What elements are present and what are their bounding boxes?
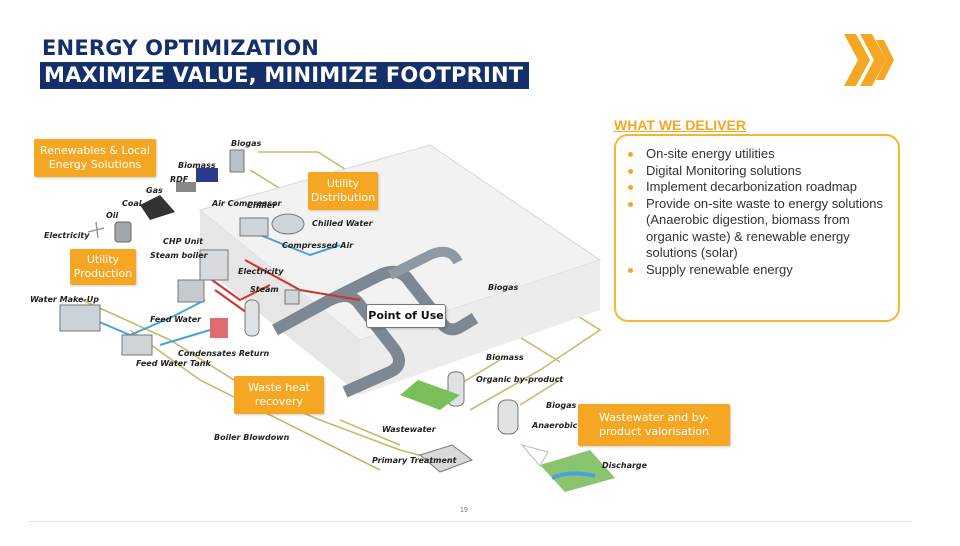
callout-utility-production: Utility Production	[70, 249, 136, 285]
label-compressed-air: Compressed Air	[282, 241, 354, 250]
label-discharge: Discharge	[602, 461, 648, 470]
label-steam-boiler: Steam boiler	[150, 251, 209, 260]
label-water-make-up: Water Make-Up	[30, 295, 99, 304]
label-electricity-left: Electricity	[44, 231, 90, 240]
label-chilled-water: Chilled Water	[312, 219, 374, 228]
deliver-item-3: Implement decarbonization roadmap	[624, 179, 894, 196]
footer-divider	[28, 521, 912, 522]
label-biogas-top: Biogas	[231, 139, 261, 148]
callout-wastewater-valorisation: Wastewater and by-product valorisation	[578, 404, 730, 446]
deliver-item-1: On-site energy utilities	[624, 146, 894, 163]
deliver-list: On-site energy utilities Digital Monitor…	[624, 146, 894, 278]
label-condensates-return: Condensates Return	[178, 349, 270, 358]
water-pipes	[89, 234, 341, 346]
page-number: 19	[460, 507, 468, 514]
deliver-heading: WHAT WE DELIVER	[614, 117, 746, 133]
callout-renewables: Renewables & Local Energy Solutions	[34, 139, 156, 177]
chevron-logo-icon	[844, 34, 894, 86]
label-anaerobic-digestion: Anaerobic Digestion	[531, 421, 624, 430]
callout-waste-heat-recovery: Waste heat recovery	[234, 376, 324, 414]
label-feed-water: Feed Water	[150, 315, 202, 324]
deliver-item-5: Supply renewable energy	[624, 262, 894, 279]
label-chp-unit: CHP Unit	[163, 237, 204, 246]
plant-wall-left	[200, 210, 360, 395]
callout-utility-distribution: Utility Distribution	[308, 172, 378, 210]
label-gas: Gas	[146, 186, 163, 195]
equipment	[59, 149, 615, 492]
label-air-compressor: Air Compressor	[211, 199, 282, 208]
label-steam: Steam	[250, 285, 279, 294]
label-biomass-right: Biomass	[486, 353, 524, 362]
label-organic-byproduct: Organic by-product	[476, 375, 564, 384]
label-oil: Oil	[106, 211, 119, 220]
label-feed-water-tank: Feed Water Tank	[136, 359, 211, 368]
deliver-item-4: Provide on-site waste to energy solution…	[624, 196, 894, 262]
deliver-box	[614, 134, 900, 322]
page-title-line1: ENERGY OPTIMIZATION	[42, 36, 320, 60]
label-chiller: Chiller	[247, 201, 277, 210]
plant-wall-right	[360, 260, 600, 395]
label-biogas-right: Biogas	[488, 283, 518, 292]
deliver-item-2: Digital Monitoring solutions	[624, 163, 894, 180]
steam-pipes	[204, 259, 361, 316]
label-electricity-mid: Electricity	[238, 267, 284, 276]
label-primary-treatment: Primary Treatment	[372, 456, 458, 465]
page-title-line2: MAXIMIZE VALUE, MINIMIZE FOOTPRINT	[40, 62, 530, 89]
label-biogas-bottom: Biogas	[546, 401, 576, 410]
label-wastewater: Wastewater	[382, 425, 437, 434]
label-biomass-top: Biomass	[178, 161, 216, 170]
label-coal: Coal	[122, 199, 142, 208]
label-rdf: RDF	[170, 175, 189, 184]
callout-point-of-use: Point of Use	[366, 304, 446, 328]
label-boiler-blowdown: Boiler Blowdown	[214, 433, 290, 442]
